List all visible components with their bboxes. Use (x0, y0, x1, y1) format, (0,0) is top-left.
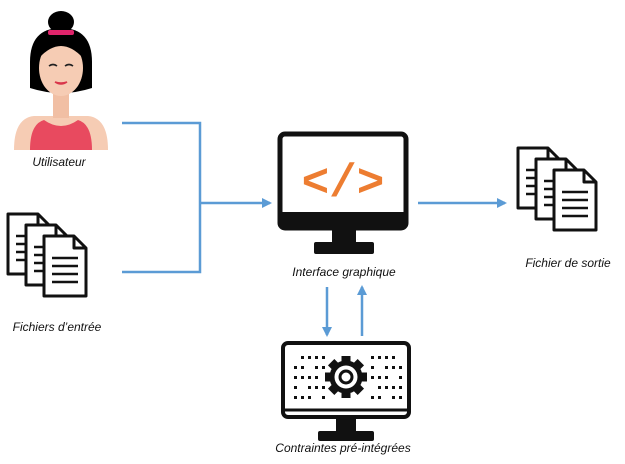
user-label: Utilisateur (32, 155, 86, 169)
documents-icon (6, 212, 88, 298)
constraints-label: Contraintes pré-intégrées (275, 441, 411, 455)
woman-avatar-icon (14, 11, 108, 150)
code-monitor-icon: </> (277, 131, 409, 254)
edge-input-files-to-interface (122, 203, 202, 274)
connectors (122, 121, 507, 337)
gear-icon (324, 355, 368, 399)
edge-user-to-interface (122, 121, 202, 203)
input-files-label: Fichiers d’entrée (12, 320, 102, 334)
code-glyph: </> (302, 158, 385, 210)
output-file-label: Fichier de sortie (525, 256, 611, 270)
documents-icon (516, 146, 598, 232)
interface-label: Interface graphique (292, 265, 396, 279)
gear-monitor-icon (281, 341, 411, 441)
